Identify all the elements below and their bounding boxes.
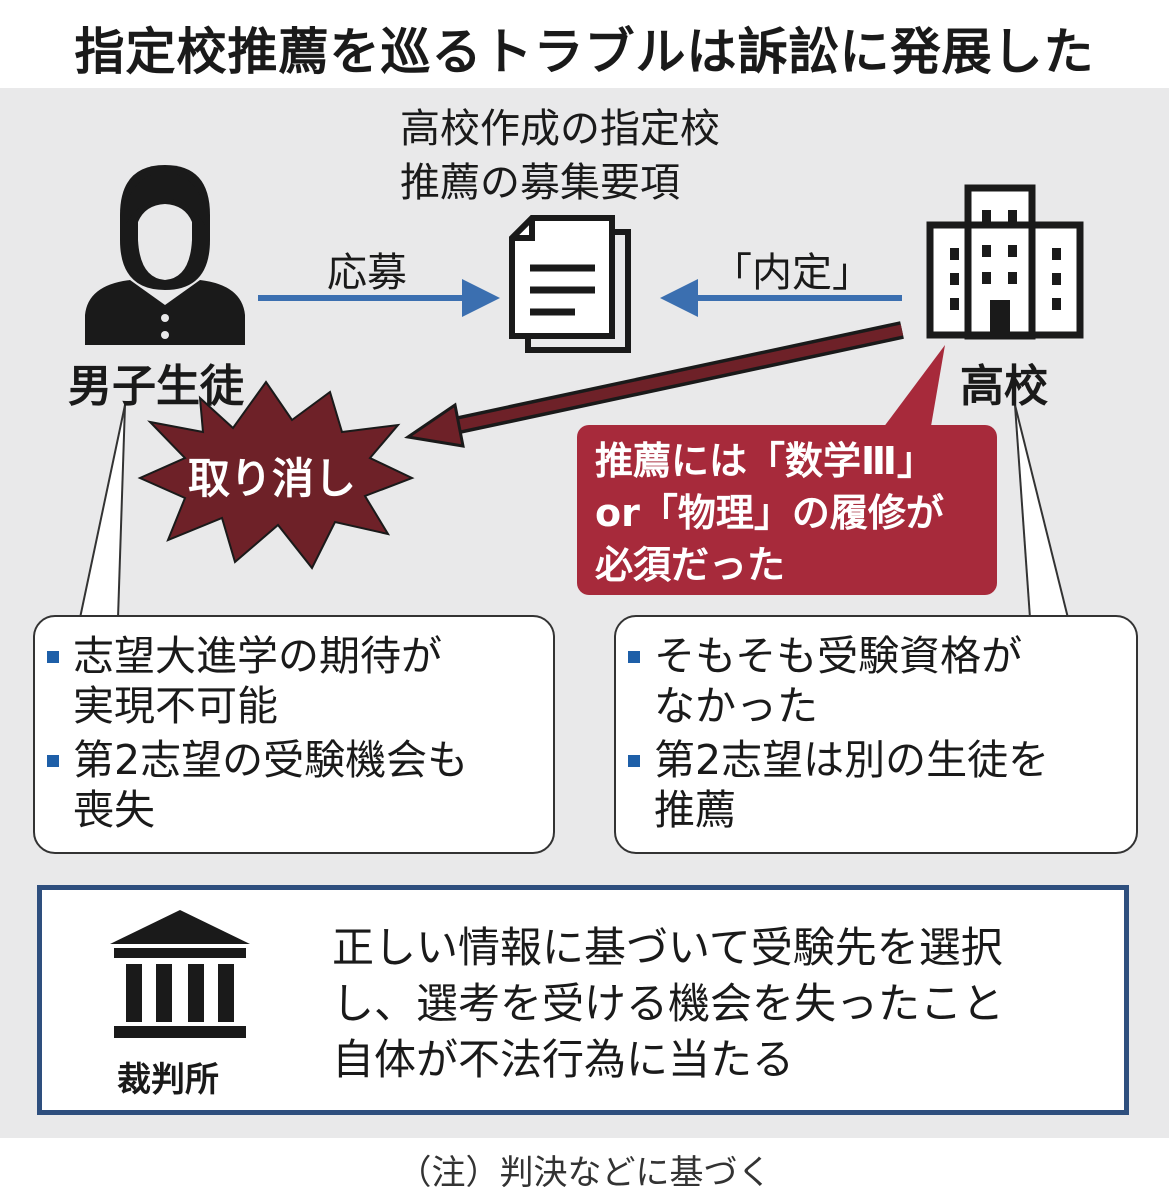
document-caption: 高校作成の指定校 推薦の募集要項 (400, 102, 720, 210)
courthouse-icon (110, 910, 250, 1038)
court-ruling-box: 裁判所 正しい情報に基づいて受験先を選択 し、選考を受ける機会を失ったこと 自体… (37, 885, 1129, 1115)
court-ruling-line2: し、選考を受ける機会を失ったこと (332, 979, 1005, 1028)
apply-arrow (258, 279, 500, 317)
document-caption-line1: 高校作成の指定校 (400, 106, 720, 152)
student-claim-item: 志望大進学の期待が 実現不可能 (35, 631, 553, 731)
student-claims-bubble: 志望大進学の期待が 実現不可能 第2志望の受験機会も 喪失 (33, 615, 555, 854)
school-claim-item: 第2志望は別の生徒を 推薦 (616, 735, 1136, 835)
court-ruling-line3: 自体が不法行為に当たる (332, 1035, 795, 1084)
cancel-arrow (404, 321, 904, 448)
school-claims-bubble: そもそも受験資格が なかった 第2志望は別の生徒を 推薦 (614, 615, 1138, 854)
school-callout-tail (1014, 404, 1069, 619)
offer-label: 「内定」 (712, 250, 872, 296)
school-building-icon (926, 184, 1084, 340)
requirement-line1: 推薦には「数学Ⅲ」 (595, 439, 935, 483)
requirement-line2: or「物理」の履修が (595, 491, 944, 535)
diagram-title: 指定校推薦を巡るトラブルは訴訟に発展した (74, 23, 1095, 81)
student-callout-tail (79, 404, 126, 619)
requirement-box: 推薦には「数学Ⅲ」 or「物理」の履修が 必須だった (577, 425, 997, 595)
source-note: （注）判決などに基づく (397, 1153, 772, 1193)
document-caption-line2: 推薦の募集要項 (400, 160, 680, 206)
school-label: 高校 (960, 361, 1048, 412)
requirement-line3: 必須だった (595, 543, 786, 587)
apply-label: 応募 (327, 250, 407, 296)
student-person-icon (85, 165, 245, 345)
student-label: 男子生徒 (68, 361, 244, 412)
school-claim-item: そもそも受験資格が なかった (616, 631, 1136, 731)
offer-arrow (660, 279, 902, 317)
court-label: 裁判所 (117, 1060, 219, 1100)
cancel-starburst (137, 380, 415, 570)
cancel-label: 取り消し (188, 454, 357, 503)
student-claim-item: 第2志望の受験機会も 喪失 (35, 735, 553, 835)
court-ruling-line1: 正しい情報に基づいて受験先を選択 (332, 923, 1003, 972)
requirement-bubble-tail (880, 345, 945, 432)
court-ruling-text: 正しい情報に基づいて受験先を選択 し、選考を受ける機会を失ったこと 自体が不法行… (332, 920, 1004, 1088)
document-icon (509, 215, 631, 353)
